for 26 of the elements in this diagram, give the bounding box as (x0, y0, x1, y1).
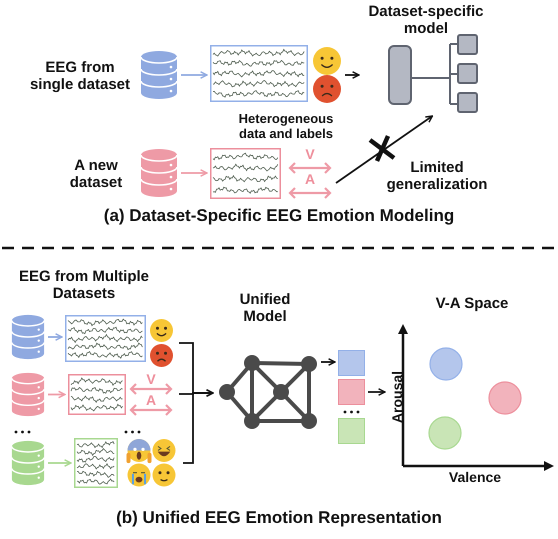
caption: (b) Unified EEG Emotion Representation (115, 507, 443, 530)
annotation-text: Heterogeneous data and labels (238, 110, 334, 143)
axis-label: Valence (448, 468, 502, 486)
arrow (48, 390, 66, 398)
dataset-label: A new dataset (68, 156, 124, 193)
arrow (181, 71, 208, 79)
dimension-letter: A (304, 172, 316, 186)
group-heading: EEG from Multiple Datasets (18, 266, 150, 304)
node-title: Unified Model (238, 292, 292, 326)
arrow (368, 388, 386, 396)
dimension-letter: V (145, 372, 157, 386)
arrow (321, 358, 336, 366)
arrow (335, 115, 434, 184)
arrow (48, 459, 72, 467)
arrow (181, 169, 208, 177)
dimension-letter: A (144, 393, 158, 407)
dimension-letter: V (304, 147, 316, 161)
node-title: Dataset-specific model (367, 4, 485, 38)
dataset-label: EEG from single dataset (28, 58, 132, 95)
arrow (345, 71, 360, 79)
axis-label: Arousal (388, 370, 406, 426)
bracket-arrow (183, 389, 214, 464)
annotation-text: Limited generalization (386, 158, 488, 195)
node-title: V-A Space (434, 296, 510, 313)
caption: (a) Dataset-Specific EEG Emotion Modeling (102, 205, 456, 228)
arrow (48, 333, 63, 341)
